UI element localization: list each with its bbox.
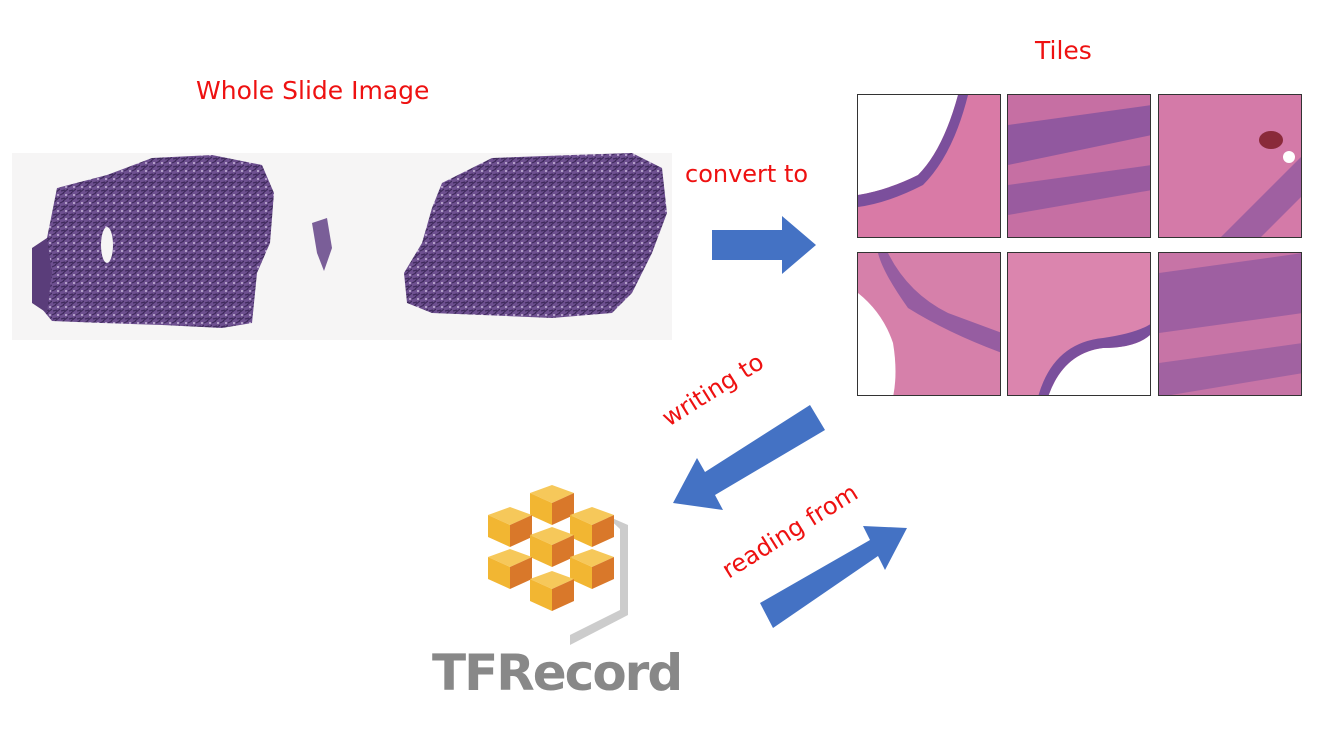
tiles-title: Tiles [1035, 36, 1092, 65]
arrow-right [712, 216, 816, 274]
tile-5 [1007, 252, 1151, 396]
stacked-cubes-icon [488, 485, 628, 645]
tile-1 [857, 94, 1001, 238]
tile-3 [1158, 94, 1302, 238]
convert-label: convert to [685, 160, 809, 188]
tile-2 [1007, 94, 1151, 238]
tile-6 [1158, 252, 1302, 396]
wsi-title: Whole Slide Image [196, 76, 430, 105]
whole-slide-image [12, 153, 672, 340]
tile-4 [857, 252, 1001, 396]
tfrecord-logo-text: TFRecord [432, 644, 683, 702]
arrow-reading [760, 526, 907, 628]
arrow-writing [673, 405, 825, 510]
